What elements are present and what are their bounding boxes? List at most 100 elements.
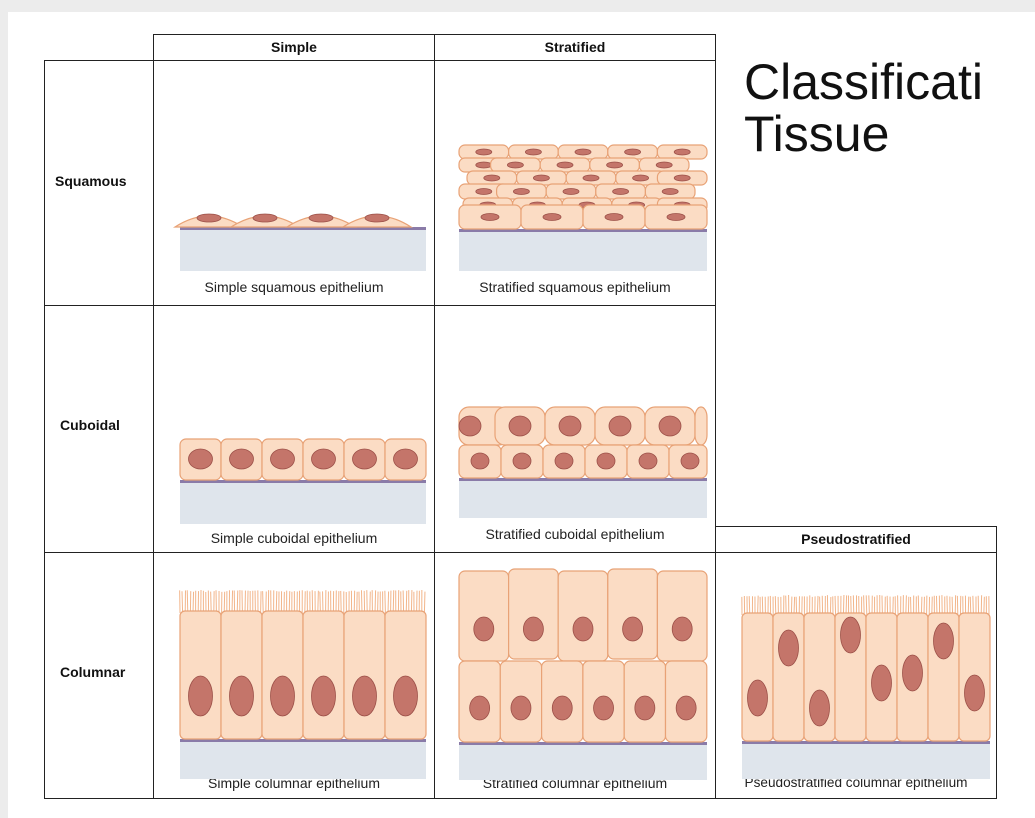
nucleus: [552, 696, 572, 720]
nucleus: [365, 214, 389, 222]
nucleus: [471, 453, 489, 469]
nucleus: [573, 617, 593, 641]
nucleus: [476, 149, 492, 155]
row-label-squamous: Squamous: [55, 173, 127, 189]
pseudostratified-columnar-illustration: [716, 553, 996, 798]
basement-membrane: [459, 742, 707, 745]
connective-tissue: [459, 229, 707, 271]
cilium: [393, 590, 394, 613]
simple-columnar-illustration: [154, 553, 434, 798]
cilium: [263, 591, 264, 613]
cilium: [835, 596, 836, 615]
nucleus: [934, 623, 954, 659]
nucleus: [484, 175, 500, 181]
cilium: [921, 597, 922, 615]
nucleus: [563, 189, 579, 195]
nucleus: [394, 676, 418, 716]
nucleus: [779, 630, 799, 666]
nucleus: [583, 175, 599, 181]
nucleus: [639, 453, 657, 469]
cilium: [973, 596, 974, 615]
epithelial-cell: [558, 571, 608, 661]
connective-tissue: [180, 480, 426, 524]
cilium: [289, 591, 290, 613]
header-stratified: Stratified: [434, 34, 716, 61]
epithelial-cell: [303, 611, 344, 739]
epithelial-cell: [262, 611, 303, 739]
cilium: [864, 595, 865, 615]
nucleus: [555, 453, 573, 469]
nucleus: [810, 690, 830, 726]
simple-squamous-illustration: [154, 61, 434, 305]
nucleus: [513, 453, 531, 469]
epithelial-cell: [459, 571, 509, 661]
nucleus: [559, 416, 581, 436]
cilium: [182, 591, 183, 613]
cilium: [411, 590, 412, 613]
nucleus: [507, 162, 523, 168]
nucleus: [271, 676, 295, 716]
header-pseudostratified: Pseudostratified: [715, 526, 997, 553]
row-label-columnar: Columnar: [60, 664, 125, 680]
connective-tissue: [180, 739, 426, 779]
nucleus: [523, 617, 543, 641]
nucleus: [394, 449, 418, 469]
nucleus: [271, 449, 295, 469]
basement-membrane: [180, 480, 426, 483]
nucleus: [676, 696, 696, 720]
cilium: [424, 592, 425, 613]
epithelial-cell: [742, 613, 773, 741]
nucleus: [513, 189, 529, 195]
nucleus: [594, 696, 614, 720]
epithelial-cell: [344, 611, 385, 739]
nucleus: [309, 214, 333, 222]
nucleus: [903, 655, 923, 691]
cilium: [406, 591, 407, 613]
nucleus: [253, 214, 277, 222]
cilium: [375, 590, 376, 613]
nucleus: [230, 676, 254, 716]
connective-tissue: [459, 742, 707, 780]
nucleus: [575, 149, 591, 155]
nucleus: [607, 162, 623, 168]
cilium: [817, 596, 818, 615]
epithelial-cell: [180, 611, 221, 739]
epithelial-cell: [509, 569, 559, 659]
nucleus: [841, 617, 861, 653]
stratified-columnar-illustration: [435, 553, 715, 798]
nucleus: [748, 680, 768, 716]
nucleus: [609, 416, 631, 436]
nucleus: [509, 416, 531, 436]
nucleus: [189, 449, 213, 469]
cilium: [866, 595, 867, 615]
nucleus: [197, 214, 221, 222]
nucleus: [674, 149, 690, 155]
cilium: [388, 592, 389, 613]
cilium: [318, 591, 319, 613]
cilium: [846, 595, 847, 615]
nucleus: [656, 162, 672, 168]
epithelial-cell: [608, 569, 658, 659]
cilium: [361, 590, 362, 613]
nucleus: [312, 449, 336, 469]
nucleus: [543, 214, 561, 221]
nucleus: [481, 214, 499, 221]
nucleus: [667, 214, 685, 221]
nucleus: [230, 449, 254, 469]
nucleus: [662, 189, 678, 195]
stratified-squamous-illustration: [435, 61, 715, 305]
nucleus: [476, 162, 492, 168]
cilium: [320, 592, 321, 613]
cilium: [193, 592, 194, 613]
nucleus: [659, 416, 681, 436]
stratified-cuboidal-illustration: [435, 306, 715, 552]
cilium: [232, 591, 233, 613]
row-label-cuboidal: Cuboidal: [60, 417, 120, 433]
nucleus: [312, 676, 336, 716]
nucleus: [681, 453, 699, 469]
cilium: [936, 596, 937, 615]
nucleus: [353, 449, 377, 469]
slide: Classificati Tissue Simple Stratified Sq…: [8, 12, 1035, 818]
connective-tissue: [742, 741, 990, 779]
nucleus: [353, 676, 377, 716]
